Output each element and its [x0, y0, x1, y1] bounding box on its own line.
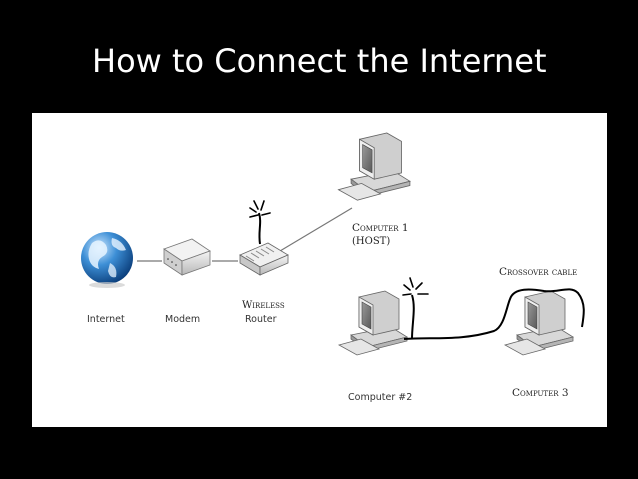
computer3-label: Computer 3 — [512, 387, 569, 399]
diagram-panel: Internet Modem Wireless Router Computer … — [32, 113, 607, 427]
slide-title: How to Connect the Internet — [92, 42, 547, 80]
computer-icon — [338, 132, 411, 201]
computer1-label: Computer 1 — [352, 222, 409, 234]
globe-icon — [81, 232, 133, 288]
modem-icon — [163, 238, 211, 276]
router-label-router: Router — [245, 314, 277, 325]
computer1-host-label: (HOST) — [352, 236, 390, 247]
internet-label: Internet — [87, 314, 125, 325]
modem-label: Modem — [165, 314, 200, 325]
router-icon — [239, 200, 289, 276]
computer-icon — [504, 290, 574, 356]
crossover-cable-label: Crossover cable — [499, 266, 577, 278]
computer2-label: Computer #2 — [348, 392, 412, 403]
computer-icon — [338, 290, 408, 356]
router-label-wireless: Wireless — [242, 300, 285, 311]
network-diagram: Internet Modem Wireless Router Computer … — [81, 132, 585, 403]
